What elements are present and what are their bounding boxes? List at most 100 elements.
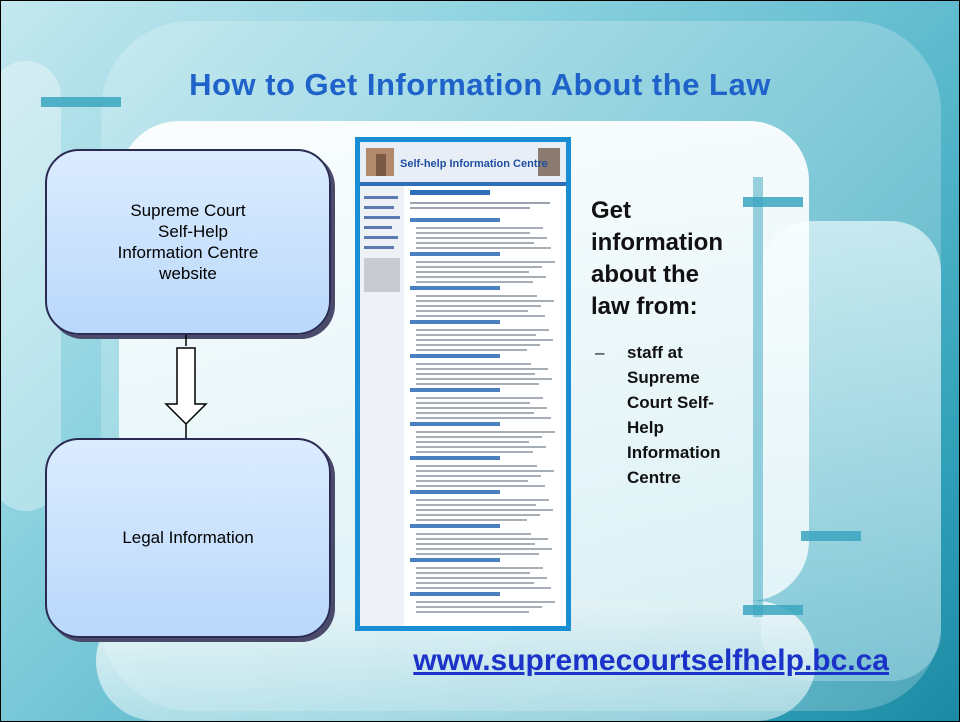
thumbnail-text-line xyxy=(416,577,547,579)
thumbnail-text-line xyxy=(416,402,530,404)
thumbnail-text-line xyxy=(416,548,552,550)
thumbnail-text-line xyxy=(416,266,542,268)
thumbnail-section-heading xyxy=(410,286,500,290)
thumbnail-text-line xyxy=(416,519,527,521)
thumbnail-section-heading xyxy=(410,252,500,256)
thumbnail-text-line xyxy=(416,271,529,273)
thumbnail-text-line xyxy=(416,504,536,506)
bullet-text: staff at Supreme Court Self- Help Inform… xyxy=(627,340,721,491)
bullet-item: – staff at Supreme Court Self- Help Info… xyxy=(591,340,761,491)
thumbnail-text-line xyxy=(416,436,542,438)
thumbnail-text-line xyxy=(416,611,529,613)
thumbnail-text-line xyxy=(416,417,551,419)
thumbnail-text-line xyxy=(416,295,537,297)
flow-box-legal-information: Legal Information xyxy=(45,438,331,638)
thumbnail-text-line xyxy=(416,232,530,234)
thumbnail-section-heading xyxy=(410,354,500,358)
thumbnail-text-line xyxy=(416,572,530,574)
thumbnail-text-line xyxy=(416,543,535,545)
thumbnail-section-heading xyxy=(410,456,500,460)
thumbnail-text-line xyxy=(416,368,548,370)
flow-box-line: Supreme Court xyxy=(130,200,246,220)
thumbnail-text-line xyxy=(416,582,534,584)
heading-line: about the xyxy=(591,261,699,289)
thumbnail-text-line xyxy=(416,538,548,540)
website-link[interactable]: www.supremecourtselfhelp.bc.ca xyxy=(413,644,889,677)
thumbnail-text-line xyxy=(416,465,537,467)
thumbnail-text-line xyxy=(416,227,543,229)
thumbnail-text-line xyxy=(416,499,549,501)
thumbnail-text-line xyxy=(416,315,545,317)
thumbnail-text-line xyxy=(416,475,541,477)
flow-box-website: Supreme Court Self-Help Information Cent… xyxy=(45,149,331,335)
thumbnail-text-line xyxy=(416,344,540,346)
thumbnail-text-line xyxy=(416,480,528,482)
thumbnail-text-line xyxy=(416,276,546,278)
thumbnail-text-line xyxy=(416,281,533,283)
thumbnail-text-line xyxy=(416,363,531,365)
thumbnail-text-line xyxy=(416,553,539,555)
thumbnail-text-line xyxy=(416,587,551,589)
thumbnail-text-line xyxy=(416,446,546,448)
flow-box-line: website xyxy=(159,264,217,284)
website-screenshot-image: Self-help Information Centre xyxy=(355,137,571,631)
website-thumbnail: Self-help Information Centre xyxy=(360,142,566,626)
bullet-line: Supreme xyxy=(627,367,700,387)
thumbnail-text-line xyxy=(416,373,535,375)
thumbnail-text-line xyxy=(416,397,543,399)
thumbnail-text-line xyxy=(416,261,555,263)
flow-box-label: Supreme Court Self-Help Information Cent… xyxy=(118,200,259,285)
thumbnail-text-line xyxy=(416,237,547,239)
thumbnail-text-line xyxy=(416,310,528,312)
thumbnail-text-line xyxy=(416,514,540,516)
bullet-line: Help xyxy=(627,418,664,438)
thumbnail-text-line xyxy=(416,407,547,409)
thumbnail-text-line xyxy=(416,431,555,433)
flow-box-line: Self-Help xyxy=(158,221,228,241)
thumbnail-section-heading xyxy=(410,490,500,494)
thumbnail-text-line xyxy=(416,339,553,341)
thumbnail-text-line xyxy=(416,451,533,453)
thumbnail-section-heading xyxy=(410,558,500,562)
thumbnail-section-heading xyxy=(410,218,500,222)
thumbnail-text-line xyxy=(416,485,545,487)
thumbnail-text-line xyxy=(416,378,552,380)
heading-line: law from: xyxy=(591,293,698,321)
thumbnail-text-line xyxy=(416,305,541,307)
bullet-marker: – xyxy=(595,342,605,362)
bullet-line: staff at xyxy=(627,342,683,362)
info-heading: Get information about the law from: xyxy=(591,195,761,324)
thumbnail-text-line xyxy=(416,329,549,331)
thumbnail-section-heading xyxy=(410,422,500,426)
thumbnail-text-line xyxy=(416,441,529,443)
slide-title: How to Get Information About the Law xyxy=(189,67,771,102)
thumbnail-text-line xyxy=(416,412,534,414)
flow-box-line: Information Centre xyxy=(117,243,259,262)
thumbnail-text-line xyxy=(416,601,555,603)
thumbnail-text-line xyxy=(416,606,542,608)
bullet-line: Centre xyxy=(627,468,681,488)
thumbnail-text-line xyxy=(416,247,551,249)
heading-line: information xyxy=(591,229,723,257)
thumbnail-text-line xyxy=(416,349,527,351)
thumbnail-text-line xyxy=(416,242,534,244)
thumbnail-section-heading xyxy=(410,388,500,392)
heading-line: Get xyxy=(591,197,632,224)
thumbnail-text-line xyxy=(416,567,543,569)
thumbnail-section-heading xyxy=(410,524,500,528)
bullet-line: Information xyxy=(627,443,721,463)
thumbnail-text-line xyxy=(416,509,553,511)
thumbnail-text-line xyxy=(416,533,531,535)
thumbnail-section-heading xyxy=(410,320,500,324)
thumbnail-text-line xyxy=(416,334,536,336)
flow-box-label: Legal Information xyxy=(122,528,254,548)
thumbnail-text-line xyxy=(416,300,554,302)
bullet-line: Court Self- xyxy=(627,392,714,412)
thumbnail-header: Self-help Information Centre xyxy=(400,158,548,170)
info-text: Get information about the law from: – st… xyxy=(591,195,761,491)
thumbnail-text-line xyxy=(416,383,539,385)
thumbnail-section-heading xyxy=(410,592,500,596)
down-arrow-icon xyxy=(164,347,208,426)
